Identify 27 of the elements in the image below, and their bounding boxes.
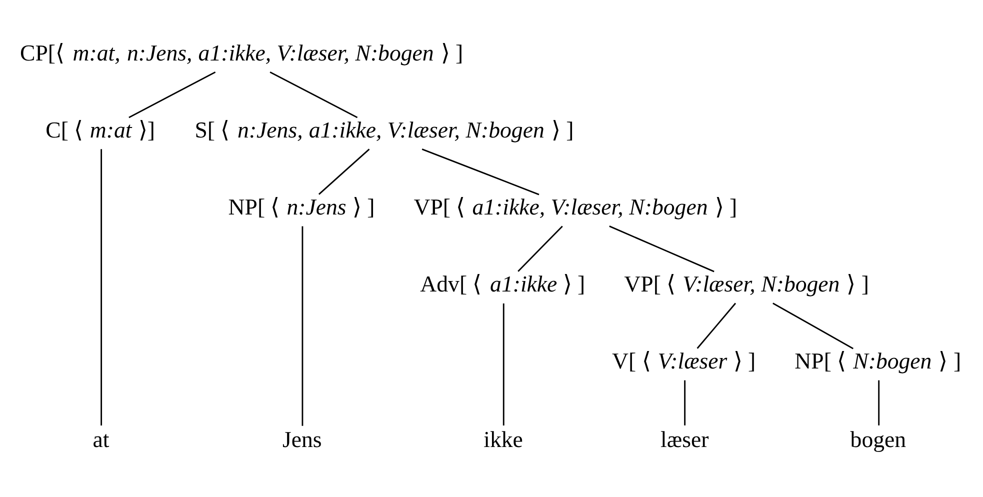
node-text: at <box>92 426 110 452</box>
node-text: Jens <box>282 426 322 452</box>
node-text: ikke <box>484 426 523 452</box>
connector <box>609 225 714 272</box>
connector <box>518 225 563 272</box>
node-text: VP[ ⟨ V:læser, N:bogen ⟩ ] <box>624 271 870 296</box>
node-text: NP[ ⟨ N:bogen ⟩ ] <box>794 348 962 374</box>
node-text: læser <box>660 426 709 452</box>
connector <box>100 148 102 426</box>
node-text: Adv[ ⟨ a1:ikke ⟩ ] <box>420 271 586 296</box>
connector <box>422 148 540 195</box>
connector <box>302 226 304 426</box>
node-text: NP[ ⟨ n:Jens ⟩ ] <box>228 194 375 219</box>
connector <box>696 302 736 348</box>
connector <box>270 71 358 118</box>
connector <box>502 302 504 425</box>
connector <box>318 148 370 194</box>
node-text: S[ ⟨ n:Jens, a1:ikke, V:læser, N:bogen ⟩ ] <box>194 116 574 142</box>
node-text: VP[ ⟨ a1:ikke, V:læser, N:bogen ⟩ ] <box>414 194 738 219</box>
connector <box>684 380 686 425</box>
node-text: C[ ⟨ m:at ⟩] <box>46 116 156 142</box>
node-text: V[ ⟨ V:læser ⟩ ] <box>612 348 756 374</box>
node-text: bogen <box>850 426 906 452</box>
node-text: CP[⟨ m:at, n:Jens, a1:ikke, V:læser, N:bogen ⟩ ] <box>20 40 464 65</box>
connector <box>772 302 854 349</box>
connector <box>128 71 216 118</box>
connector <box>878 380 880 425</box>
